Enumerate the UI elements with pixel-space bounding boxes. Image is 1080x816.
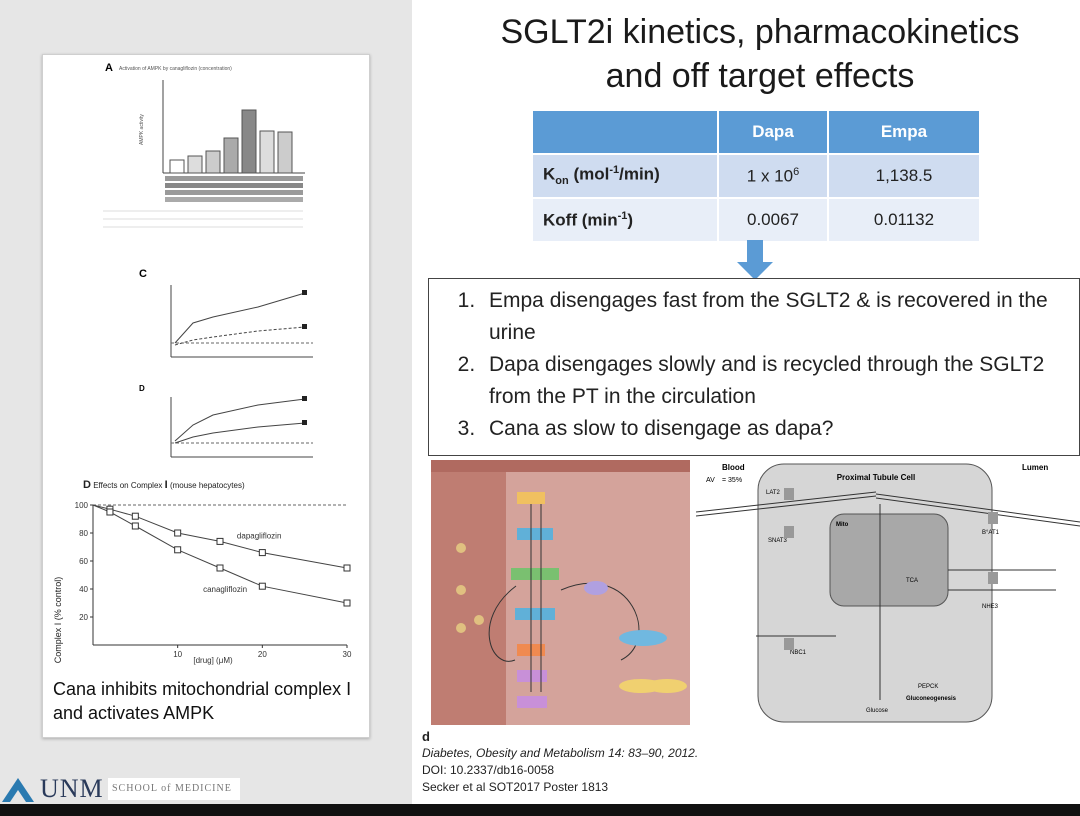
- y-tick-label: 20: [79, 613, 88, 622]
- complex-i-figure: A Activation of AMPK by canagliflozin (c…: [42, 54, 370, 738]
- koff-empa: 0.01132: [828, 197, 979, 241]
- data-point: [174, 529, 182, 537]
- data-point: [216, 537, 224, 545]
- lumen-label: Lumen: [1022, 463, 1048, 472]
- nbc1-label: NBC1: [790, 650, 807, 656]
- koff-label: Koff (min-1): [533, 197, 719, 241]
- series-label-dapagliflozin: dapagliflozin: [237, 532, 281, 541]
- proximal-tubule-diagram: Blood AV = 35% Proximal Tubule Cell Lume…: [696, 460, 1080, 728]
- slide-title: SGLT2i kinetics, pharmacokinetics and of…: [420, 10, 1080, 98]
- kidney-diagram: [431, 460, 690, 725]
- kinetics-table: Dapa Empa Kon (mol-1/min) 1 x 106 1,138.…: [533, 111, 979, 241]
- mito-label: Mito: [836, 522, 849, 528]
- series-label-canagliflozin: canagliflozin: [203, 585, 247, 594]
- table-header-empty: [533, 111, 719, 154]
- data-point: [216, 564, 224, 572]
- tca-label: TCA: [906, 578, 918, 584]
- kidney-gluconeogenesis-illustration: [431, 460, 690, 725]
- nhe3-label: NHE3: [982, 604, 999, 610]
- data-point: [131, 522, 139, 530]
- kon-label: Kon (mol-1/min): [533, 153, 719, 198]
- reference-doi: DOI: 10.2337/db16-0058: [422, 763, 555, 777]
- panel-d-title-prefix: Effects on Complex: [93, 481, 163, 490]
- key-points-box: Empa disengages fast from the SGLT2 & is…: [428, 278, 1080, 456]
- panel-a-title: Activation of AMPK by canagliflozin (con…: [119, 66, 232, 72]
- ampk-figure-panels: A Activation of AMPK by canagliflozin (c…: [103, 62, 313, 458]
- x-tick-label: 10: [173, 650, 182, 659]
- figure-caption: Cana inhibits mitochondrial complex I an…: [53, 679, 352, 723]
- key-point-3: Cana as slow to disengage as dapa?: [481, 413, 1079, 445]
- y-tick-label: 40: [79, 585, 88, 594]
- data-point: [174, 546, 182, 554]
- x-axis-label: [drug] (μM): [193, 656, 233, 665]
- y-tick-label: 60: [79, 557, 88, 566]
- table-row: Kon (mol-1/min) 1 x 106 1,138.5: [533, 153, 979, 198]
- key-point-2: Dapa disengages slowly and is recycled t…: [481, 349, 1079, 413]
- reference-cut-letter: d: [422, 729, 430, 744]
- batl-label: B°AT1: [982, 530, 1000, 536]
- data-point: [343, 599, 351, 607]
- panel-d-label: D: [83, 479, 91, 491]
- panel-d-small-label: D: [139, 384, 145, 393]
- panel-c-label: C: [139, 268, 147, 280]
- kon-empa: 1,138.5: [828, 153, 979, 198]
- x-tick-label: 20: [258, 650, 267, 659]
- reference-poster: Secker et al SOT2017 Poster 1813: [422, 780, 609, 794]
- x-tick-label: 30: [343, 650, 352, 659]
- reference-journal: Diabetes, Obesity and Metabolism 14: 83–…: [422, 746, 699, 760]
- bottom-bar: [0, 804, 1080, 816]
- av-value: = 35%: [722, 477, 742, 484]
- title-line-2: and off target effects: [605, 57, 915, 95]
- reference-block: d Diabetes, Obesity and Metabolism 14: 8…: [422, 728, 698, 796]
- key-points-list: Empa disengages fast from the SGLT2 & is…: [429, 285, 1079, 445]
- snat3-label: SNAT3: [768, 538, 788, 544]
- panel-a-label: A: [105, 62, 113, 74]
- data-point: [343, 564, 351, 572]
- unm-logo: [2, 778, 240, 802]
- av-label: AV: [706, 477, 715, 484]
- unm-logo-text: UNM: [40, 774, 104, 803]
- pepck-label: PEPCK: [918, 684, 938, 690]
- complex-i-chart: Complex I (% control) [drug] (μM) 100 80 6…: [53, 501, 352, 665]
- key-point-1: Empa disengages fast from the SGLT2 & is…: [481, 285, 1079, 349]
- table-row: Koff (min-1) 0.0067 0.01132: [533, 197, 979, 241]
- data-point: [106, 508, 114, 516]
- data-point: [131, 512, 139, 520]
- panel-d-title-bold: I: [164, 479, 168, 491]
- data-point: [258, 549, 266, 557]
- panel-d-title-suffix: (mouse hepatocytes): [169, 481, 245, 490]
- koff-dapa: 0.0067: [718, 197, 829, 241]
- lat2-label: LAT2: [766, 490, 781, 496]
- data-point: [258, 582, 266, 590]
- panel-d-title: D Effects on Complex I (mouse hepatocyte…: [83, 479, 245, 491]
- kon-dapa: 1 x 106: [718, 153, 829, 198]
- y-tick-label: 100: [75, 501, 89, 510]
- y-tick-label: 80: [79, 529, 88, 538]
- blood-label: Blood: [722, 463, 745, 472]
- cell-title: Proximal Tubule Cell: [837, 473, 916, 482]
- svg-text:AMPK activity: AMPK activity: [139, 114, 145, 145]
- series-line-dapagliflozin: [92, 504, 348, 569]
- glucose-label: Glucose: [866, 708, 889, 714]
- gluconeogenesis-label: Gluconeogenesis: [906, 696, 957, 702]
- table-header-empa: Empa: [828, 111, 979, 154]
- table-header-dapa: Dapa: [718, 111, 829, 154]
- y-axis-label: Complex I (% control): [53, 577, 63, 664]
- down-arrow-icon: [737, 240, 773, 280]
- unm-school-text: SCHOOL of MEDICINE: [112, 783, 232, 794]
- title-line-1: SGLT2i kinetics, pharmacokinetics: [500, 13, 1020, 51]
- table-header-row: Dapa Empa: [533, 111, 979, 154]
